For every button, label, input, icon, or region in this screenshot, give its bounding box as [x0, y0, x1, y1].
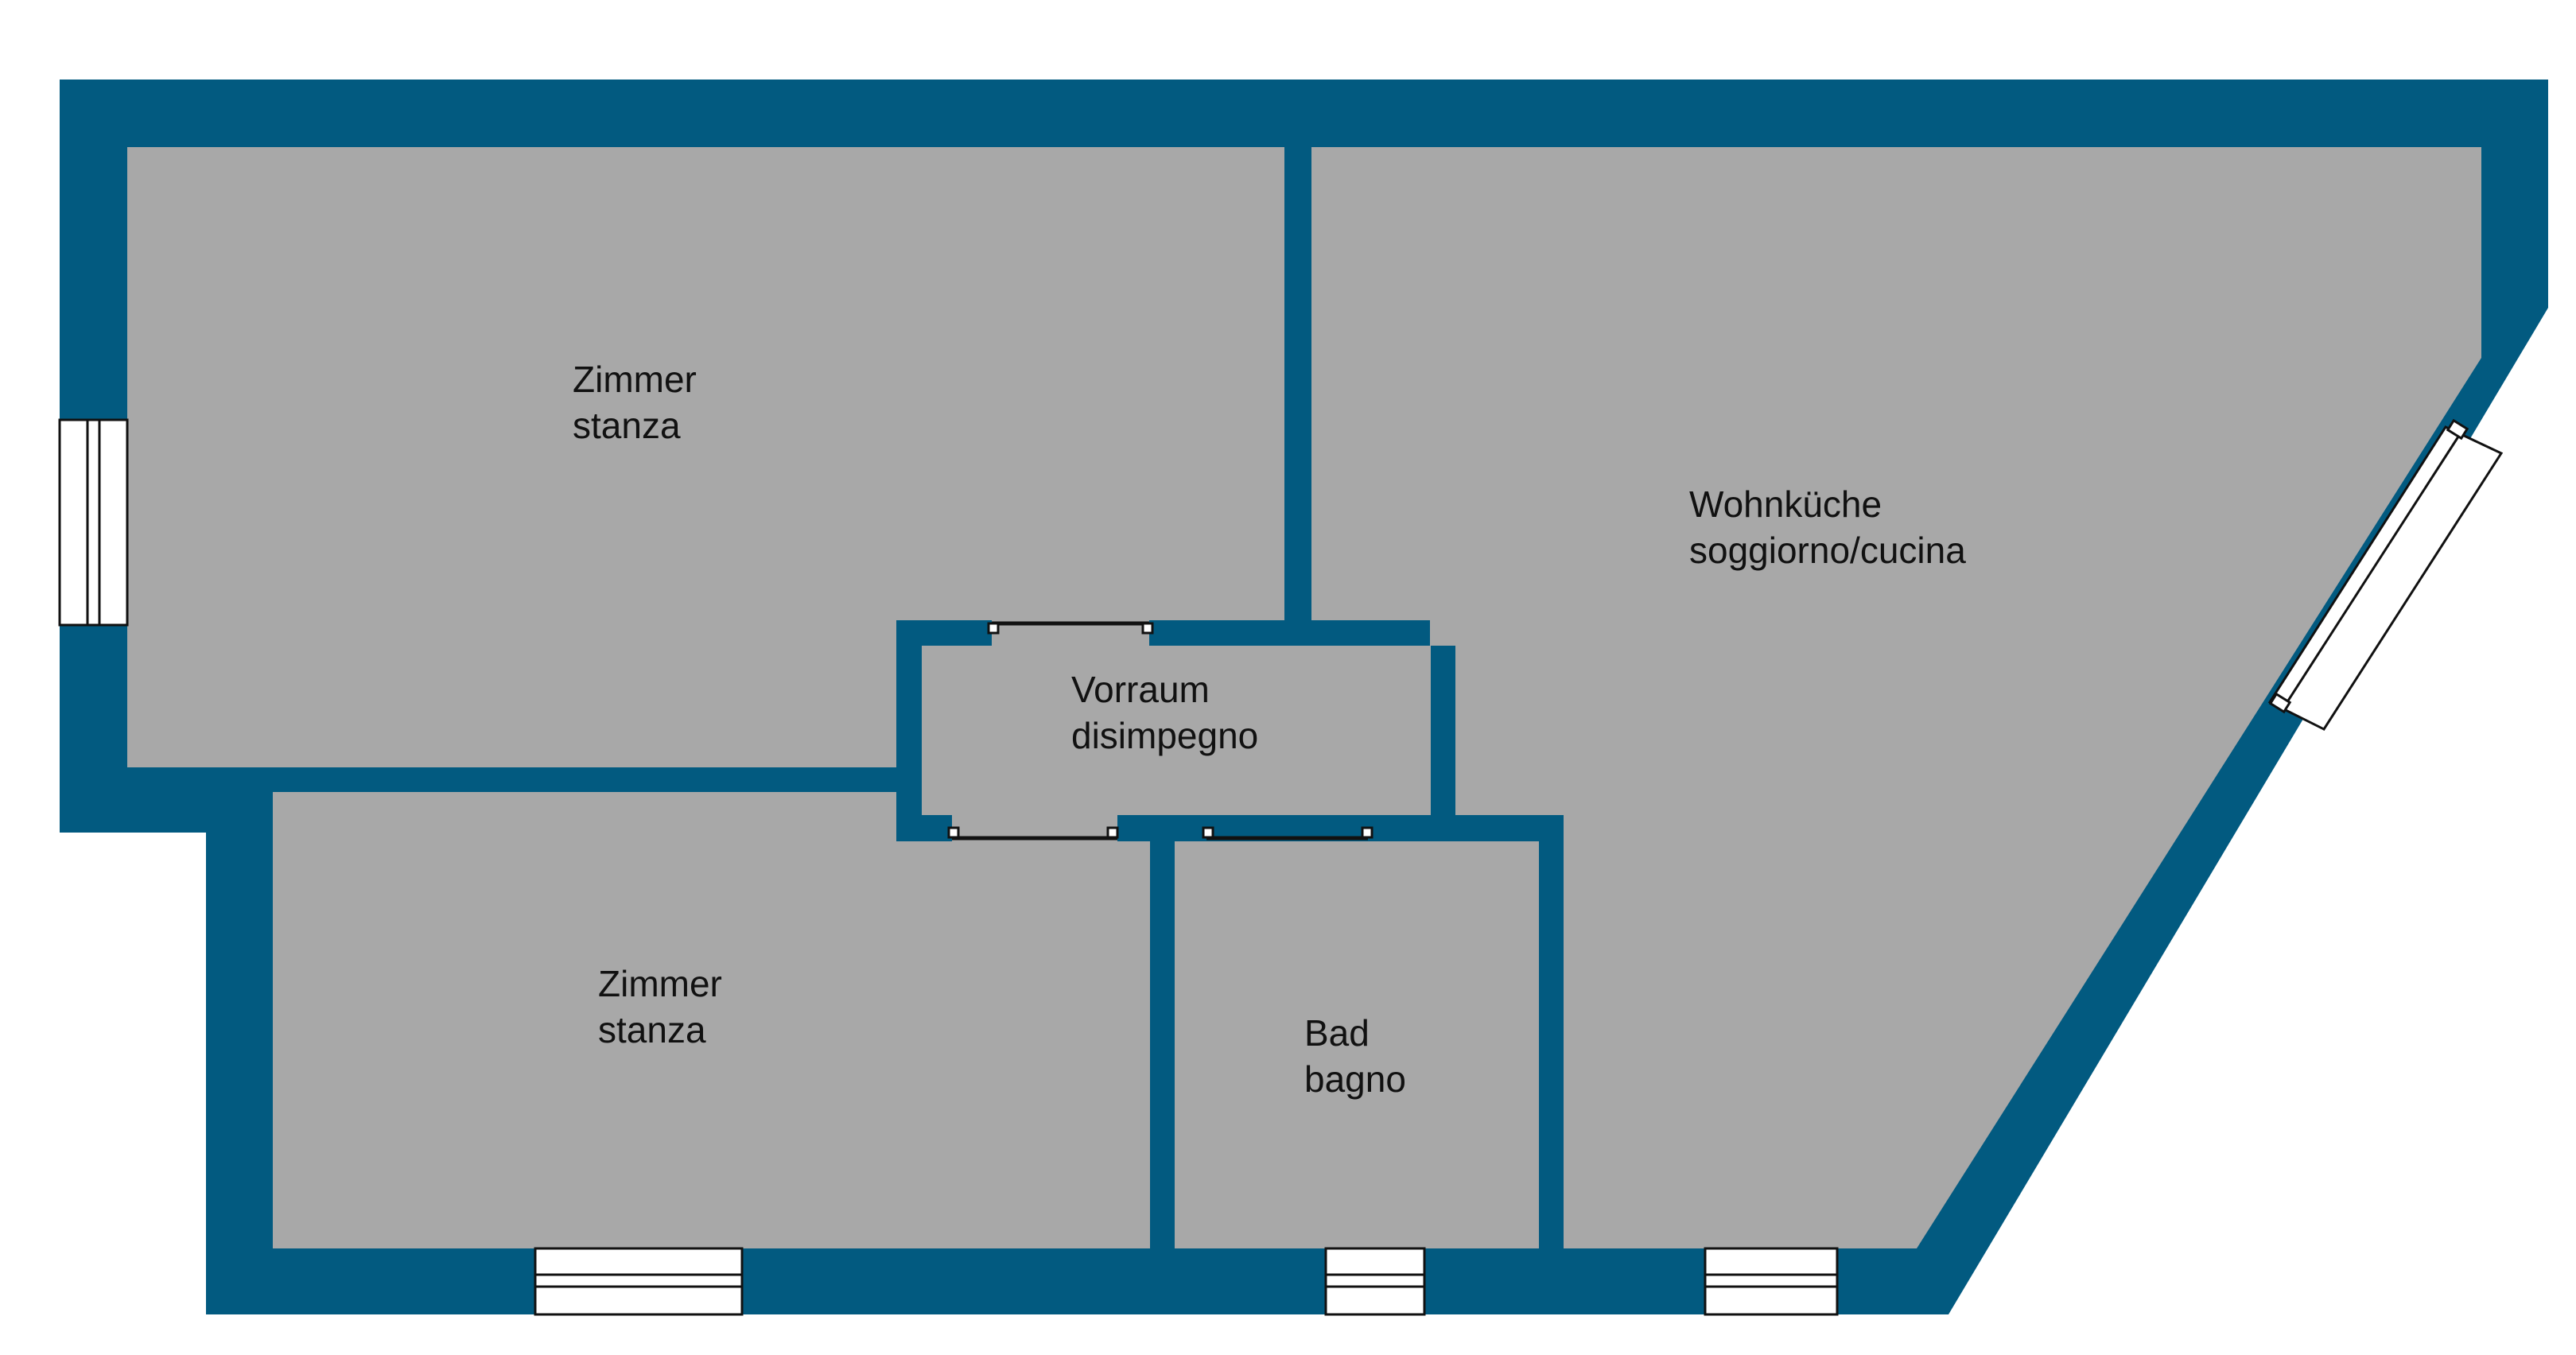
- window-living-diagonal: [2267, 418, 2504, 731]
- door-jamb: [1202, 826, 1214, 839]
- window-bottom-left: [534, 1247, 744, 1316]
- room-label-bath: Bad bagno: [1304, 1010, 1406, 1102]
- window-bath: [1324, 1247, 1426, 1316]
- living-room-floor: [1311, 147, 2481, 1248]
- window-left: [58, 418, 129, 627]
- door-jamb: [947, 826, 960, 839]
- room-name-it: disimpegno: [1071, 715, 1259, 756]
- hall-wall-bottom: [1368, 815, 1564, 841]
- hall-wall-left: [896, 620, 922, 841]
- room-name-it: stanza: [573, 405, 681, 446]
- bath-floor: [1175, 841, 1539, 1248]
- room-name-it: soggiorno/cucina: [1689, 530, 1966, 571]
- room-name-de: Vorraum: [1071, 669, 1210, 710]
- room-label-top-left: Zimmer stanza: [573, 356, 697, 448]
- room-label-bottom-left: Zimmer stanza: [598, 961, 722, 1053]
- door-jamb: [987, 622, 1000, 635]
- window-living-bottom: [1704, 1247, 1839, 1316]
- room-name-de: Zimmer: [598, 963, 722, 1004]
- partition-wall-stub: [1296, 620, 1430, 646]
- hall-wall-bottom: [896, 815, 952, 841]
- room-bottom-left-floor: [273, 792, 1150, 1248]
- room-name-it: bagno: [1304, 1058, 1406, 1100]
- room-divider-wall: [127, 767, 896, 792]
- hall-floor: [922, 646, 1431, 815]
- room-label-living: Wohnküche soggiorno/cucina: [1689, 481, 1966, 573]
- room-name-it: stanza: [598, 1009, 706, 1050]
- door-jamb: [1141, 622, 1154, 635]
- room-label-hall: Vorraum disimpegno: [1071, 666, 1258, 759]
- room-name-de: Wohnküche: [1689, 483, 1882, 525]
- room-name-de: Bad: [1304, 1012, 1370, 1054]
- partition-wall: [1286, 147, 1311, 646]
- bath-wall-left: [1150, 815, 1175, 1248]
- bath-wall-right: [1539, 815, 1564, 1248]
- room-name-de: Zimmer: [573, 359, 697, 400]
- door-jamb: [1361, 826, 1373, 839]
- door-jamb: [1106, 826, 1119, 839]
